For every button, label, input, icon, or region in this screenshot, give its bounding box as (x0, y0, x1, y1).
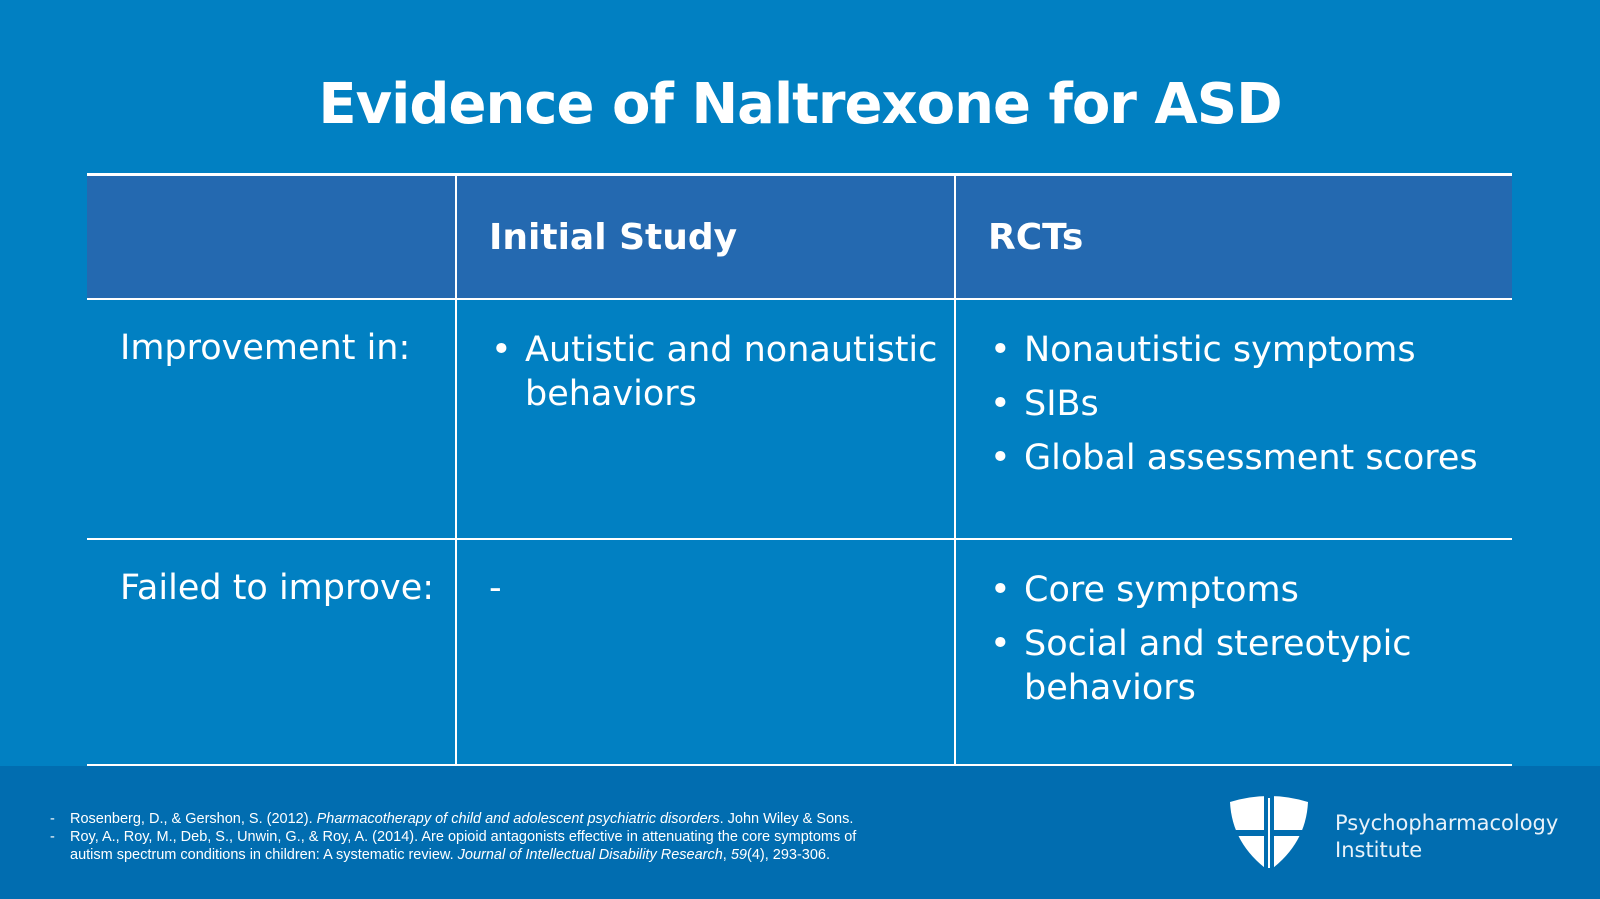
row-label: Improvement in: (87, 298, 457, 540)
rcts-cell: Nonautistic symptoms SIBs Global assessm… (954, 298, 1512, 540)
ref-text: Roy, A., Roy, M., Deb, S., Unwin, G., & … (70, 829, 857, 863)
references: Rosenberg, D., & Gershon, S. (2012). Pha… (50, 810, 870, 864)
list-item: Global assessment scores (988, 436, 1512, 480)
header-empty (87, 173, 457, 300)
reference: Roy, A., Roy, M., Deb, S., Unwin, G., & … (50, 828, 870, 864)
brand-line1: Psychopharmacology (1335, 811, 1559, 835)
footer: Rosenberg, D., & Gershon, S. (2012). Pha… (0, 766, 1600, 899)
brand-line2: Institute (1335, 838, 1423, 862)
ref-title: Pharmacotherapy of child and adolescent … (316, 811, 720, 827)
table-header-row: Initial Study RCTs (87, 173, 1512, 300)
list-item: Social and stereotypic behaviors (988, 622, 1512, 710)
ref-volume: 59 (730, 847, 747, 863)
row-label: Failed to improve: (87, 538, 457, 766)
evidence-table: Initial Study RCTs Improvement in: Autis… (87, 173, 1512, 766)
ref-text: , (722, 847, 731, 863)
header-initial-study: Initial Study (455, 173, 956, 300)
list-item: Nonautistic symptoms (988, 328, 1512, 372)
shield-logo-icon (1228, 794, 1310, 872)
list-item: Core symptoms (988, 568, 1512, 612)
list-item: Autistic and nonautistic behaviors (489, 328, 954, 416)
table-row: Improvement in: Autistic and nonautistic… (87, 298, 1512, 540)
ref-text: . John Wiley & Sons. (719, 811, 854, 827)
brand-name: Psychopharmacology Institute (1335, 810, 1558, 864)
ref-text: (4), 293-306. (747, 847, 831, 863)
initial-cell: Autistic and nonautistic behaviors (455, 298, 956, 540)
initial-cell: - (455, 538, 956, 766)
list-item: SIBs (988, 382, 1512, 426)
ref-journal: Journal of Intellectual Disability Resea… (457, 847, 723, 863)
table-row: Failed to improve: - Core symptoms Socia… (87, 538, 1512, 766)
slide-title: Evidence of Naltrexone for ASD (318, 72, 1282, 137)
header-rcts: RCTs (954, 173, 1512, 300)
rcts-cell: Core symptoms Social and stereotypic beh… (954, 538, 1512, 766)
reference: Rosenberg, D., & Gershon, S. (2012). Pha… (50, 810, 870, 828)
ref-text: Rosenberg, D., & Gershon, S. (2012). (70, 811, 317, 827)
